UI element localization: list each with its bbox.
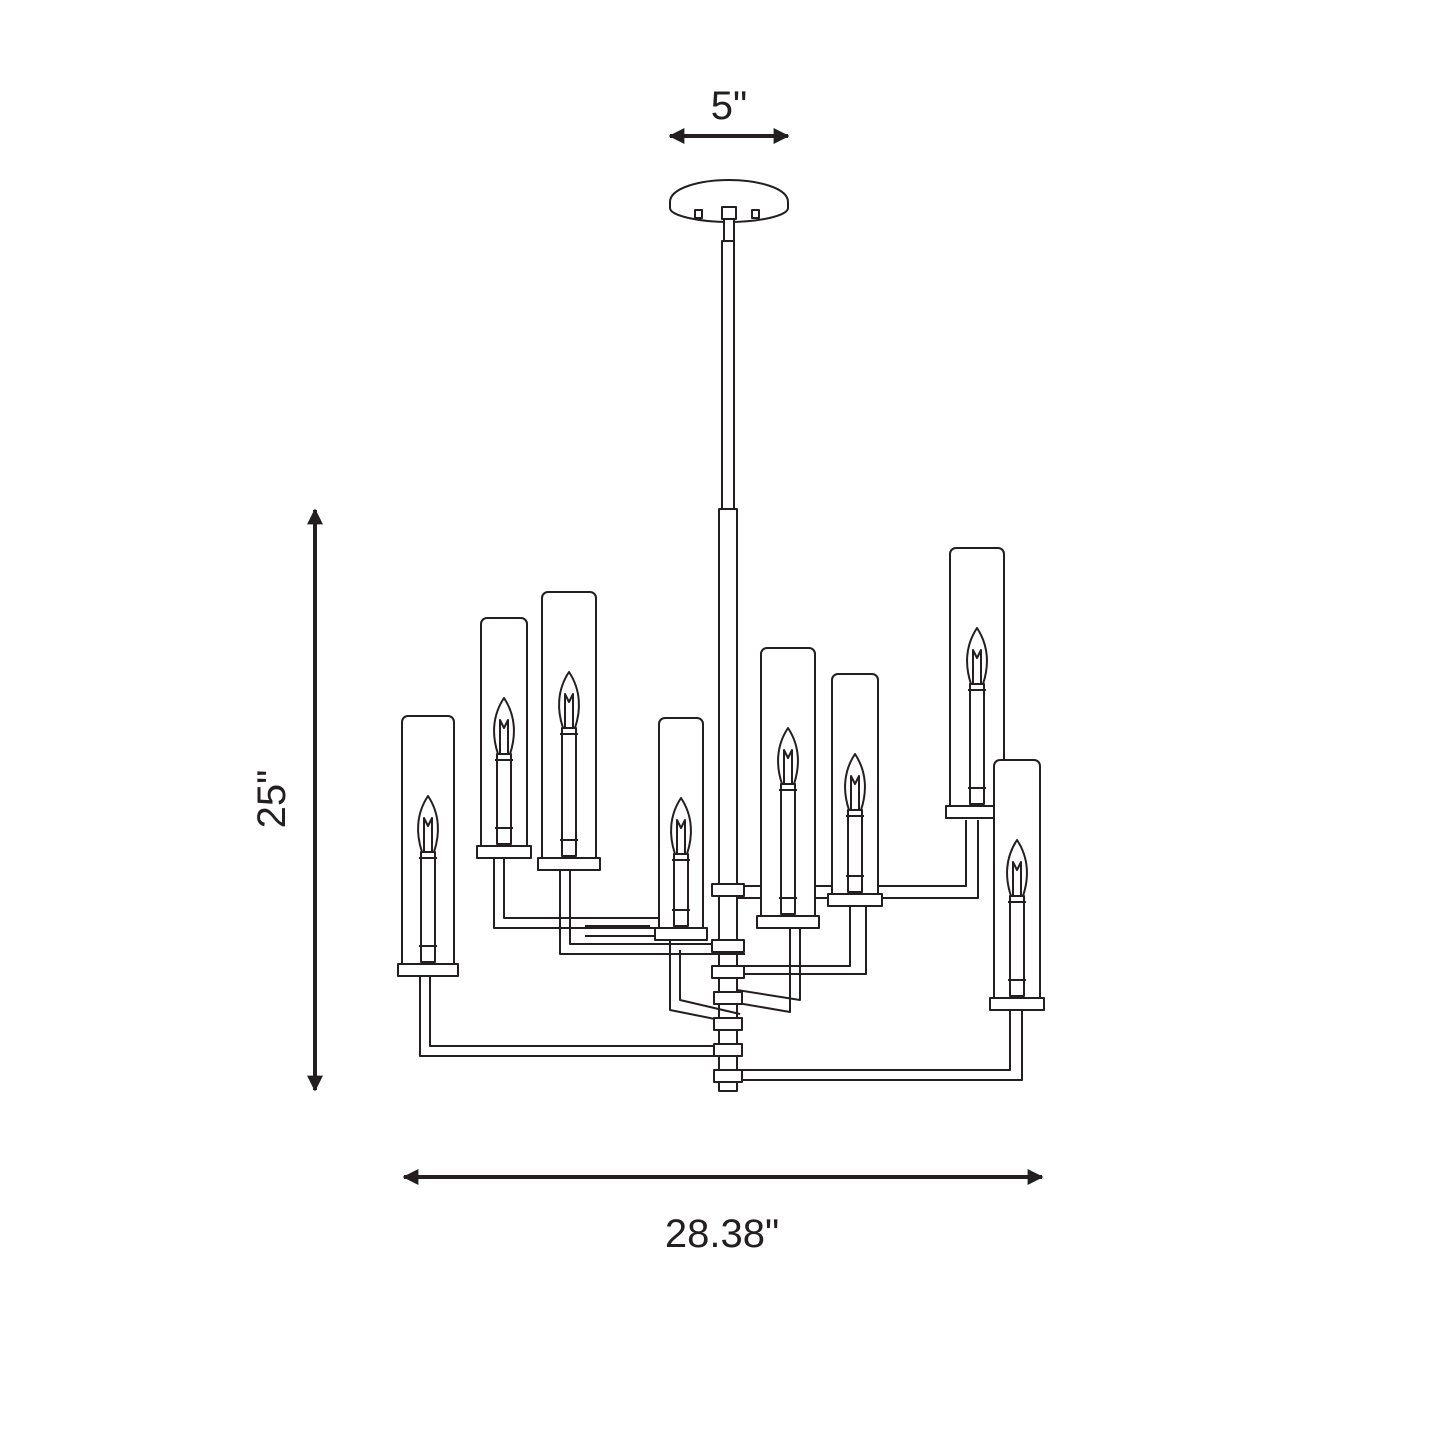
bobeche: [989, 997, 1045, 1011]
canopy: [669, 179, 789, 242]
chandelier-outline: [397, 179, 1045, 1092]
hub-rings: [711, 883, 745, 1083]
width-label: 28.38": [664, 1212, 780, 1256]
candle-sleeve: [847, 809, 863, 893]
filament: [499, 719, 509, 754]
candle-sleeve: [969, 683, 985, 805]
filament: [676, 819, 686, 854]
canopy-width-label: 5": [710, 84, 748, 128]
filament: [423, 817, 433, 852]
filament: [972, 649, 982, 684]
height-label: 25": [250, 769, 294, 829]
shade-assembly: [476, 617, 532, 859]
shade-assembly: [654, 717, 708, 941]
candle-sleeve: [780, 783, 796, 915]
filament: [1012, 861, 1022, 896]
shade-assembly: [537, 591, 601, 871]
bobeche: [537, 857, 601, 871]
bobeche: [476, 845, 532, 859]
candle-sleeve: [561, 727, 577, 857]
bobeche: [654, 927, 708, 941]
candle-sleeve: [673, 853, 689, 927]
bobeche: [756, 915, 820, 929]
arms: [419, 820, 1023, 1081]
filament: [850, 775, 860, 810]
filament: [564, 693, 574, 728]
filament: [783, 749, 793, 784]
shade-assembly: [397, 715, 459, 977]
shade-assembly: [827, 673, 883, 907]
bobeche: [397, 963, 459, 977]
shade-assembly: [945, 547, 1009, 819]
shade-assembly: [756, 647, 820, 929]
glass-shades: [397, 547, 1045, 1011]
down-rod: [721, 240, 735, 510]
candle-sleeve: [496, 753, 512, 845]
shade-assembly: [989, 759, 1045, 1011]
bobeche: [827, 893, 883, 907]
